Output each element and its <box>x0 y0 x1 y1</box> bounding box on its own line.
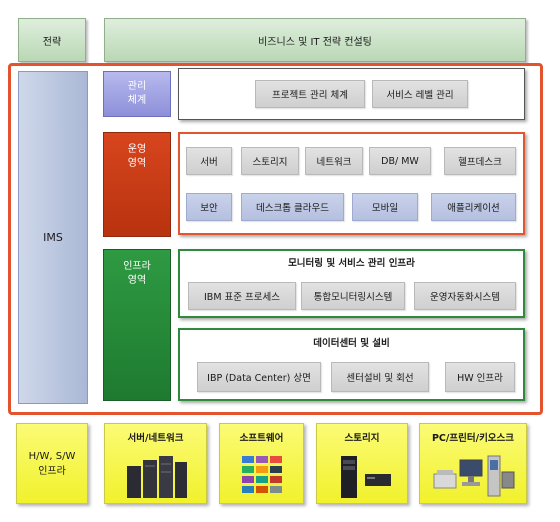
monitoring-panel: 모니터링 및 서비스 관리 인프라 IBM 표준 프로세스 통합모니터링시스템 … <box>178 249 525 318</box>
ims-label: IMS <box>43 231 63 244</box>
monitoring-title: 모니터링 및 서비스 관리 인프라 <box>288 258 415 269</box>
datacenter-title: 데이터센터 및 설비 <box>313 338 390 349</box>
management-label-line2: 체계 <box>127 95 147 106</box>
network-label: 네트워크 <box>316 157 352 168</box>
pc-printer-kiosk-label: PC/프린터/키오스크 <box>431 433 515 444</box>
helpdesk-label: 헬프데스크 <box>458 157 502 168</box>
storage-chip: 스토리지 <box>241 147 299 175</box>
storage-label: 스토리지 <box>252 157 288 168</box>
server-rack-icon <box>127 456 187 498</box>
hw-sw-label-line2: 인프라 <box>38 465 66 477</box>
mobile-label: 모바일 <box>371 203 399 214</box>
server-label: 서버 <box>200 157 218 168</box>
desktop-cloud-label: 데스크톱 클라우드 <box>256 203 329 214</box>
strategy-header: 전략 <box>18 18 86 62</box>
infra-label-line1: 인프라 <box>123 261 151 272</box>
center-facility-label: 센터설비 및 회선 <box>346 373 414 384</box>
desktop-cloud-chip: 데스크톱 클라우드 <box>241 193 344 221</box>
operations-label-line2: 영역 <box>127 158 147 169</box>
operations-label-block: 운영 영역 <box>103 132 171 237</box>
service-level-chip: 서비스 레벨 관리 <box>372 80 468 108</box>
ims-column: IMS <box>18 71 88 404</box>
integrated-monitoring-chip: 통합모니터링시스템 <box>301 282 405 310</box>
ibm-process-label: IBM 표준 프로세스 <box>204 292 280 303</box>
server-network-box: 서버/네트워크 <box>104 423 207 504</box>
pc-printer-kiosk-icon <box>433 455 515 497</box>
datacenter-panel: 데이터센터 및 설비 IBP (Data Center) 상면 센터설비 및 회… <box>178 328 525 401</box>
management-panel: 프로젝트 관리 체계 서비스 레벨 관리 <box>178 68 525 120</box>
software-label: 소프트웨어 <box>239 433 284 444</box>
ops-automation-chip: 운영자동화시스템 <box>414 282 516 310</box>
hw-sw-infra-box: H/W, S/W 인프라 <box>16 423 88 504</box>
consulting-header: 비즈니스 및 IT 전략 컨설팅 <box>104 18 526 62</box>
operations-label-line1: 운영 <box>127 144 147 155</box>
db-mw-label: DB/ MW <box>381 155 419 167</box>
ops-automation-label: 운영자동화시스템 <box>430 292 500 303</box>
storage-box-label: 스토리지 <box>344 433 380 444</box>
consulting-label: 비즈니스 및 IT 전략 컨설팅 <box>258 36 372 48</box>
server-network-label: 서버/네트워크 <box>127 433 184 444</box>
storage-box: 스토리지 <box>316 423 408 504</box>
network-chip: 네트워크 <box>305 147 363 175</box>
security-chip: 보안 <box>186 193 232 221</box>
hw-infra-label: HW 인프라 <box>457 373 503 384</box>
strategy-label: 전략 <box>42 36 62 48</box>
pc-printer-kiosk-box: PC/프린터/키오스크 <box>419 423 527 504</box>
project-management-chip: 프로젝트 관리 체계 <box>255 80 365 108</box>
hw-infra-chip: HW 인프라 <box>445 362 515 392</box>
management-label-line1: 관리 <box>127 81 147 92</box>
security-label: 보안 <box>200 203 218 214</box>
management-label-block: 관리 체계 <box>103 71 171 117</box>
ibp-datacenter-chip: IBP (Data Center) 상면 <box>197 362 321 392</box>
software-box: 소프트웨어 <box>219 423 304 504</box>
ibp-datacenter-label: IBP (Data Center) 상면 <box>207 373 311 384</box>
mobile-chip: 모바일 <box>352 193 418 221</box>
server-chip: 서버 <box>186 147 232 175</box>
service-level-label: 서비스 레벨 관리 <box>386 90 454 101</box>
hw-sw-label-line1: H/W, S/W <box>28 450 76 462</box>
application-chip: 애플리케이션 <box>431 193 516 221</box>
application-label: 애플리케이션 <box>447 203 500 214</box>
infra-label-line2: 영역 <box>127 275 147 286</box>
helpdesk-chip: 헬프데스크 <box>444 147 516 175</box>
db-mw-chip: DB/ MW <box>369 147 431 175</box>
project-management-label: 프로젝트 관리 체계 <box>272 90 348 101</box>
operations-panel: 서버 스토리지 네트워크 DB/ MW 헬프데스크 보안 데스크톱 클라우드 모… <box>178 132 525 235</box>
center-facility-chip: 센터설비 및 회선 <box>331 362 429 392</box>
ibm-process-chip: IBM 표준 프로세스 <box>188 282 296 310</box>
software-logos-icon <box>242 456 282 493</box>
storage-device-icon <box>341 456 391 498</box>
infra-label-block: 인프라 영역 <box>103 249 171 401</box>
integrated-monitoring-label: 통합모니터링시스템 <box>313 292 393 303</box>
